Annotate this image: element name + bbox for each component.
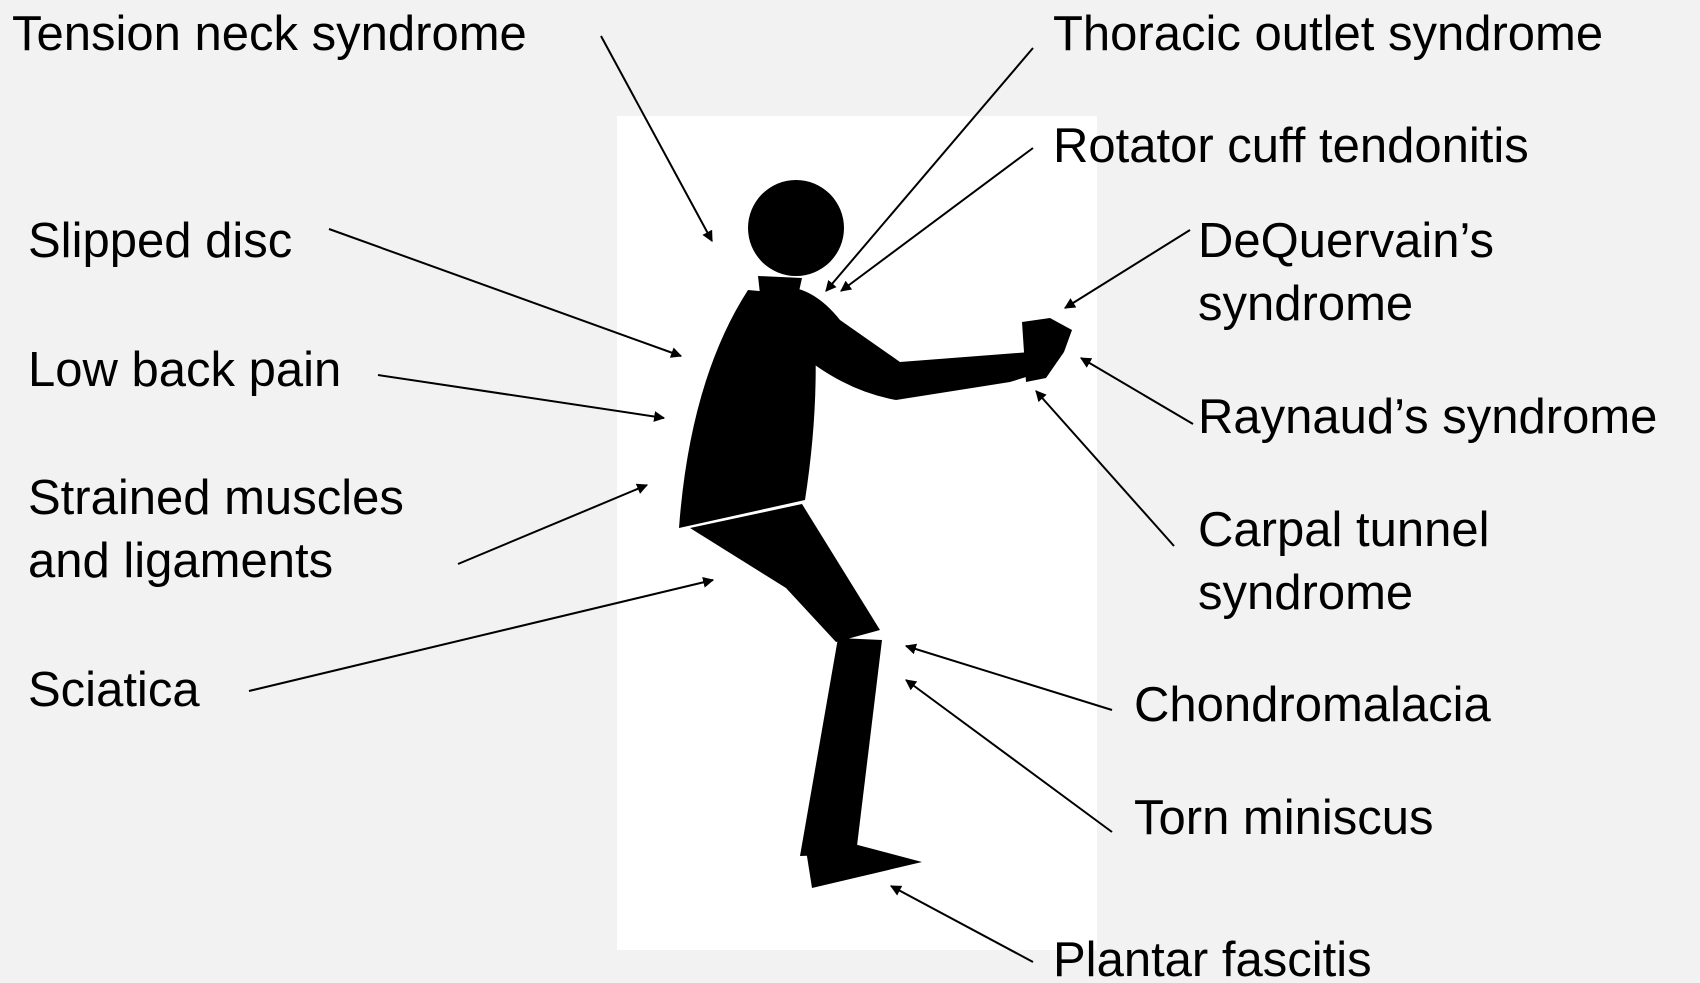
label-torn-miniscus: Torn miniscus <box>1134 791 1434 845</box>
label-strained-muscles-line1: Strained muscles <box>28 471 404 525</box>
label-tension-neck-syndrome: Tension neck syndrome <box>12 7 527 61</box>
label-chondromalacia: Chondromalacia <box>1134 678 1492 732</box>
label-plantar-fascitis: Plantar fascitis <box>1053 933 1372 983</box>
arrow-raynaud <box>1081 358 1193 424</box>
label-dequervain-line1: DeQuervain’s <box>1198 214 1494 268</box>
label-carpal-tunnel-line2: syndrome <box>1198 566 1413 620</box>
label-dequervain-line2: syndrome <box>1198 277 1413 331</box>
label-low-back-pain: Low back pain <box>28 343 341 397</box>
label-slipped-disc: Slipped disc <box>28 214 292 268</box>
figure-head <box>748 180 844 276</box>
label-strained-muscles-line2: and ligaments <box>28 534 333 588</box>
label-raynauds-syndrome: Raynaud’s syndrome <box>1198 390 1657 444</box>
label-sciatica: Sciatica <box>28 663 200 717</box>
label-thoracic-outlet-syndrome: Thoracic outlet syndrome <box>1053 7 1603 61</box>
label-carpal-tunnel-line1: Carpal tunnel <box>1198 503 1489 557</box>
label-rotator-cuff-tendonitis: Rotator cuff tendonitis <box>1053 119 1529 173</box>
